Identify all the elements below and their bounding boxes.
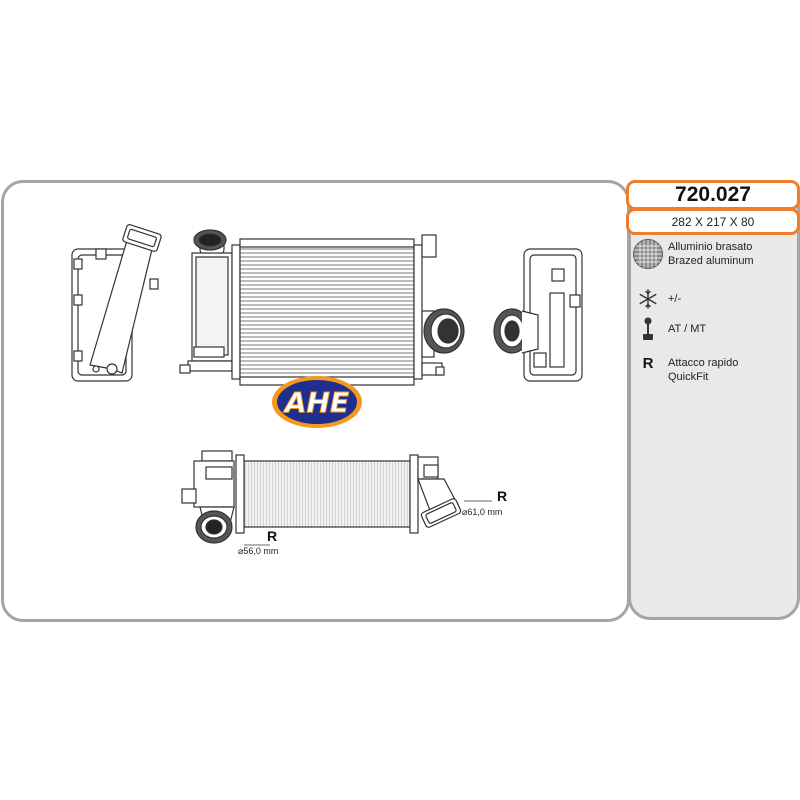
connection-label-en: QuickFit [668,371,709,383]
top-view [181,450,492,546]
snowflake-icon [632,288,664,320]
ahe-logo-body [277,380,357,424]
right-connector-diameter: ⌀61,0 mm [462,507,502,517]
product-dimensions-text: 282 X 217 X 80 [671,214,755,229]
product-dimensions: 282 X 217 X 80 [626,208,800,235]
transmission-label: AT / MT [668,323,707,335]
ahe-logo: AHE [272,376,362,428]
connection-label-it: Attacco rapido [668,357,739,369]
gear-shift-icon [632,316,664,348]
material-label-en: Brazed aluminum [668,255,754,267]
left-connector-letter: R [267,528,277,544]
ac-label: +/- [668,293,682,305]
spec-ac: +/- [632,288,681,320]
side-view-right [493,248,583,382]
product-code: 720.027 [626,180,800,210]
material-label-it: Alluminio brasato [668,241,753,253]
spec-material: Alluminio brasato Brazed aluminum [632,238,754,270]
left-connector-diameter: ⌀56,0 mm [238,546,278,556]
technical-drawing: AHE [71,224,583,556]
front-view-core [179,229,465,386]
connection-type-letter: R [632,356,664,388]
brazed-aluminum-icon [632,238,664,270]
drawing-panel: AHE [1,180,630,622]
right-connector-letter: R [497,488,507,504]
spec-connection: R Attacco rapido QuickFit [632,356,739,388]
product-code-text: 720.027 [675,183,751,206]
spec-transmission: AT / MT [632,316,706,348]
connection-letter: R [642,355,654,372]
ahe-logo-text: AHE [283,386,349,419]
side-view-left [71,224,162,382]
